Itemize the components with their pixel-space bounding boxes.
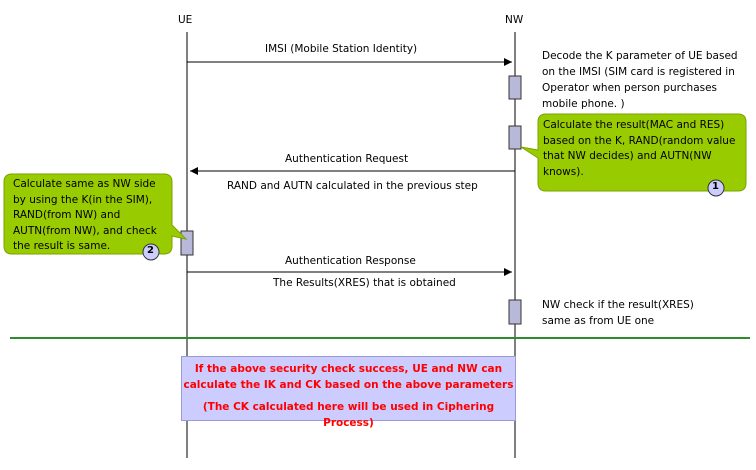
ue-label: UE (178, 14, 193, 26)
nw-activation-2 (508, 125, 522, 150)
ue-calc-bubble (3, 173, 188, 261)
conclusion-banner: If the above security check success, UE … (181, 356, 516, 429)
ue-activation (180, 230, 194, 256)
banner-main-text: If the above security check success, UE … (183, 363, 514, 391)
nw-activation-1 (508, 75, 522, 100)
badge-1-number: 1 (712, 181, 719, 192)
badge-2-icon (142, 243, 160, 261)
nw-calc-bubble (520, 113, 747, 197)
ue-calc-text: Calculate same as NW side by using the K… (13, 178, 157, 252)
auth-request-sublabel: RAND and AUTN calculated in the previous… (227, 180, 478, 192)
badge-2-number: 2 (147, 245, 154, 256)
badge-1-icon (707, 179, 725, 197)
nw-label: NW (505, 14, 524, 26)
auth-response-sublabel: The Results(XRES) that is obtained (273, 277, 456, 289)
banner-note-text: (The CK calculated here will be used in … (202, 401, 495, 429)
decode-note: Decode the K parameter of UE based on th… (542, 50, 738, 110)
imsi-message-label: IMSI (Mobile Station Identity) (265, 43, 418, 55)
nw-activation-3 (508, 299, 522, 325)
nw-check-note: NW check if the result(XRES) same as fro… (542, 299, 694, 327)
auth-response-label: Authentication Response (285, 255, 416, 267)
auth-request-label: Authentication Request (285, 153, 409, 165)
nw-calc-text: Calculate the result(MAC and RES) based … (543, 119, 736, 178)
